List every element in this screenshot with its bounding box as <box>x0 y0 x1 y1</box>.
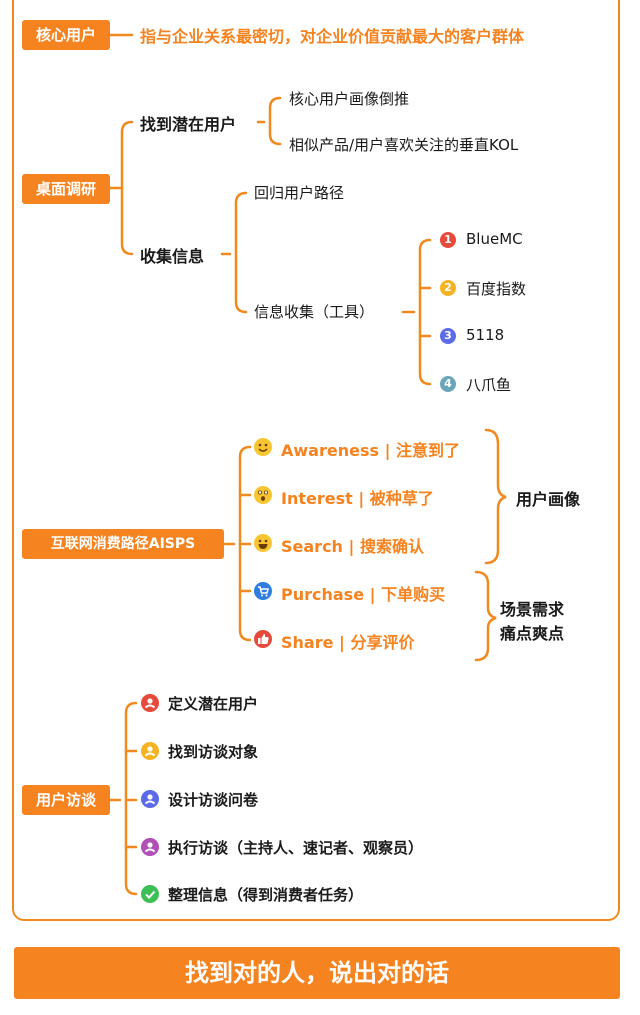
core-user-definition: 指与企业关系最密切，对企业价值贡献最大的客户群体 <box>140 27 525 46</box>
check-icon <box>141 885 159 903</box>
smile-icon <box>254 438 272 456</box>
interview-tag: 用户访谈 <box>22 785 110 815</box>
user-icon <box>141 838 159 856</box>
user-path-item: 回归用户路径 <box>254 184 345 202</box>
tools-label: 信息收集（工具） <box>254 303 375 321</box>
aisps-tag: 互联网消费路径AISPS <box>22 529 224 559</box>
number-3-badge: 3 <box>440 328 456 344</box>
interview-step-4: 执行访谈（主持人、速记者、观察员） <box>168 839 424 857</box>
user-icon <box>141 694 159 712</box>
find-potential-users-label: 找到潜在用户 <box>140 115 237 134</box>
grin-icon <box>254 534 272 552</box>
user-persona-group-label: 用户画像 <box>516 490 581 509</box>
interview-step-5: 整理信息（得到消费者任务） <box>168 886 364 904</box>
slogan-banner: 找到对的人，说出对的话 <box>14 947 620 999</box>
stage-search: Search | 搜索确认 <box>281 537 424 556</box>
surprised-icon <box>254 486 272 504</box>
number-4-badge: 4 <box>440 376 456 392</box>
thumbs-up-icon <box>254 630 272 648</box>
find-item-persona: 核心用户画像倒推 <box>289 90 410 108</box>
tool-octoparse: 八爪鱼 <box>466 376 512 394</box>
scene-needs-label: 场景需求 <box>500 600 565 619</box>
tool-bluemc: BlueMC <box>466 230 523 248</box>
tool-5118: 5118 <box>466 326 505 344</box>
number-1-badge: 1 <box>440 232 456 248</box>
stage-awareness: Awareness | 注意到了 <box>281 441 461 460</box>
stage-purchase: Purchase | 下单购买 <box>281 585 446 604</box>
cart-icon <box>254 582 272 600</box>
stage-interest: Interest | 被种草了 <box>281 489 434 508</box>
number-2-badge: 2 <box>440 280 456 296</box>
interview-step-1: 定义潜在用户 <box>168 695 259 713</box>
pain-points-label: 痛点爽点 <box>500 624 565 643</box>
find-item-kol: 相似产品/用户喜欢关注的垂直KOL <box>289 136 519 154</box>
user-icon <box>141 742 159 760</box>
user-icon <box>141 790 159 808</box>
collect-info-label: 收集信息 <box>140 247 205 266</box>
outline-frame <box>12 0 620 921</box>
interview-step-3: 设计访谈问卷 <box>168 791 259 809</box>
interview-step-2: 找到访谈对象 <box>168 743 259 761</box>
tool-baidu-index: 百度指数 <box>466 280 527 298</box>
stage-share: Share | 分享评价 <box>281 633 415 652</box>
desk-research-tag: 桌面调研 <box>22 174 110 204</box>
core-user-tag: 核心用户 <box>22 20 110 50</box>
